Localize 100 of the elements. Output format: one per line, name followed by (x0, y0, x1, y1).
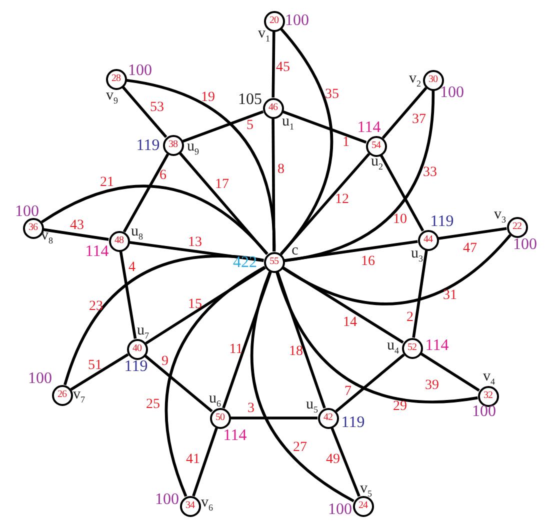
vertex-name: u$_{8}$ (131, 224, 143, 242)
edge-line (222, 271, 272, 409)
edge-line (144, 354, 213, 412)
vertex-label: 34 (186, 501, 194, 511)
vertex-label: 42 (324, 413, 332, 423)
vertex-name: c (292, 244, 298, 258)
edge-line (280, 152, 370, 256)
vertex-weight: 100 (513, 237, 537, 253)
vertex-name: u$_{5}$ (306, 398, 318, 414)
vertex-weight: 119 (124, 359, 148, 375)
edge-label: 13 (188, 236, 202, 250)
curved-edge (250, 271, 354, 502)
vertex-circle (366, 136, 386, 156)
edge-label: 15 (188, 298, 202, 312)
edge-line (420, 352, 480, 392)
vertex-name: u$_{6}$ (209, 392, 221, 408)
curved-edge (280, 28, 334, 256)
vertex-label: 52 (408, 343, 416, 353)
edge-label: 8 (278, 163, 284, 177)
edge-label: 53 (150, 101, 164, 115)
edge-line (438, 227, 507, 240)
vertex-name: u$_{3}$ (411, 246, 423, 264)
curved-edge (284, 90, 435, 262)
edge-label: 9 (162, 355, 168, 369)
vertex-circle (506, 216, 528, 238)
edge-label: 35 (325, 88, 339, 102)
vertex-name: u$_{9}$ (187, 140, 199, 156)
vertex-name: v$_{7}$ (73, 388, 85, 404)
edge-line (192, 428, 218, 496)
edge-label: 29 (393, 400, 407, 414)
edge-line (119, 251, 137, 339)
vertex-weight: 100 (128, 63, 152, 79)
vertex-label: 28 (112, 74, 120, 84)
vertex-weight: 119 (341, 415, 365, 431)
curved-edge (282, 234, 512, 306)
vertex-circle (402, 338, 422, 358)
edge-line (272, 31, 276, 98)
edge-label: 3 (248, 402, 254, 416)
edge-label: 2 (406, 311, 414, 325)
edge-label: 10 (393, 213, 407, 227)
edge-line (282, 110, 367, 144)
vertex-label: 36 (28, 223, 38, 233)
vertex-circle (180, 496, 200, 516)
edge-label: 25 (146, 398, 160, 412)
edge-label: 7 (344, 385, 352, 399)
edge-line (129, 241, 264, 262)
edge-label: 47 (463, 242, 477, 256)
edge-label: 18 (289, 345, 303, 359)
edge-line (272, 118, 276, 252)
vertex-name: v$_{9}$ (106, 88, 118, 106)
edge-label: 33 (423, 166, 437, 180)
edge-label: 27 (293, 441, 307, 455)
edge-line (182, 110, 264, 143)
edge-label: 31 (443, 289, 457, 303)
vertex-name: u$_{2}$ (371, 154, 383, 172)
vertex-circle (52, 384, 72, 406)
edge-line (122, 86, 168, 138)
curved-edge (164, 266, 266, 497)
edge-label: 51 (88, 359, 102, 373)
edge-line (380, 154, 424, 232)
edge-label: 39 (425, 379, 439, 393)
edge-label: 4 (128, 261, 136, 275)
vertex-circle (422, 70, 444, 90)
edge-label: 6 (160, 169, 166, 183)
edge-label: 17 (215, 178, 229, 192)
edge-label: 45 (276, 61, 290, 75)
vertex-weight: 100 (285, 13, 309, 29)
vertex-label: 32 (484, 391, 492, 401)
edge-label: 49 (326, 453, 340, 467)
vertex-weight: 100 (15, 204, 39, 220)
edge-label: 19 (201, 91, 215, 105)
vertex-label: 44 (424, 235, 432, 245)
edge-line (122, 153, 170, 233)
vertex-label: 48 (114, 236, 124, 246)
edge-line (145, 266, 266, 345)
vertex-circle (108, 230, 130, 252)
vertex-name: v$_{4}$ (483, 370, 495, 386)
vertex-weight: 114 (223, 428, 247, 444)
vertex-name: v$_{5}$ (360, 482, 372, 498)
edge-label: 43 (70, 219, 84, 233)
curved-edge (276, 272, 478, 404)
vertex-label: 22 (512, 222, 522, 232)
vertex-label: 30 (428, 75, 438, 85)
vertex-weight: 100 (28, 371, 52, 387)
edge-label: 16 (361, 255, 375, 269)
vertex-weight: 100 (440, 85, 464, 101)
vertex-name: u$_{1}$ (282, 114, 294, 132)
vertex-weight: 114 (357, 120, 381, 136)
edge-label: 14 (343, 316, 357, 330)
vertex-weight: 100 (472, 404, 496, 420)
vertex-label: 46 (268, 103, 278, 113)
edge-line (276, 271, 326, 409)
vertex-label: 38 (168, 140, 178, 150)
vertex-circle (264, 10, 284, 32)
edge-line (382, 87, 428, 139)
vertex-label: 50 (216, 413, 224, 423)
edge-label: 23 (89, 300, 103, 314)
vertex-weight: 119 (136, 138, 160, 154)
edge-line (284, 240, 418, 262)
edge-label: 11 (229, 343, 243, 357)
